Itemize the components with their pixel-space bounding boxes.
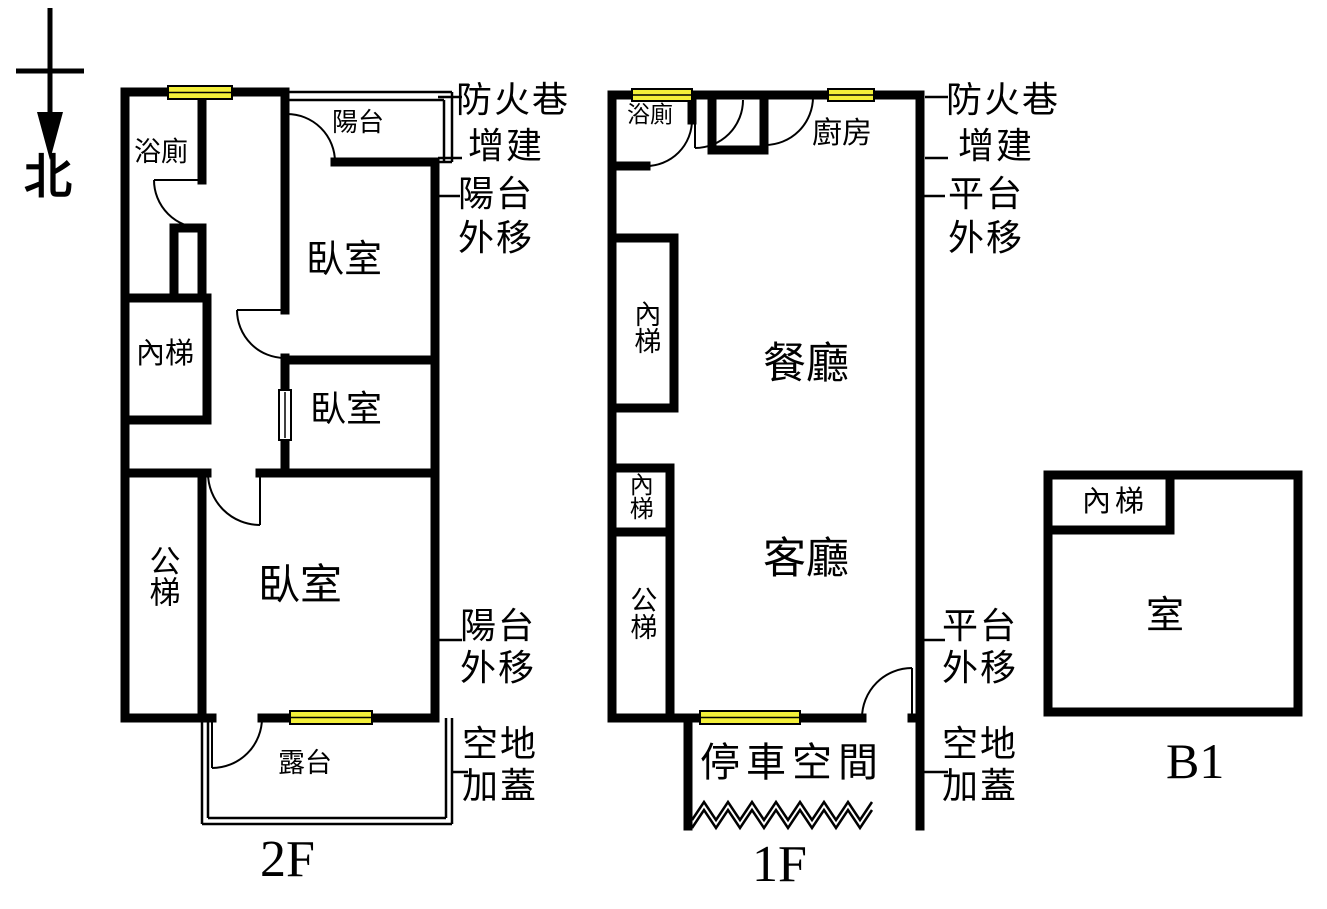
plan-b1-walls: [1043, 470, 1303, 717]
room-label-bedroom-mid-2f: 臥室: [310, 389, 383, 430]
door-arcs-2f: [153, 113, 336, 769]
annotation-balcony-out-top-2f-line1: 陽台: [458, 174, 535, 215]
annotation-vacant-cover-2f-line1: 空地: [462, 724, 539, 765]
room-label-public-stairs-1f: 公梯: [625, 586, 657, 640]
annotation-balcony-out-bottom-2f-line1: 陽台: [460, 606, 537, 647]
room-label-public-stairs-2f: 公梯: [143, 545, 180, 607]
room-label-bath-2f: 浴廁: [134, 137, 188, 168]
room-label-inner-stairs-lower-1f: 內梯: [625, 472, 654, 520]
room-label-inner-stairs-b1: 內梯: [1082, 484, 1149, 518]
room-label-living-1f: 客廳: [763, 534, 849, 584]
north-arrow: [16, 8, 84, 160]
room-label-bedroom-top-2f: 臥室: [306, 237, 383, 281]
window-1f-top-right: [827, 88, 875, 102]
window-1f-top-left: [631, 88, 693, 102]
annotation-fire-lane-2f-line2: 增建: [468, 126, 545, 167]
annotation-balcony-out-bottom-2f-line2: 外移: [460, 648, 537, 689]
annotation-platform-out-bottom-1f-line2: 外移: [942, 648, 1019, 689]
room-label-bath-1f: 浴廁: [627, 102, 673, 128]
floor-label-1f: 1F: [752, 836, 807, 893]
balcony-outline-2f: [285, 90, 454, 164]
floor-label-2f: 2F: [260, 831, 315, 888]
annotation-vacant-cover-1f-line2: 加蓋: [942, 766, 1019, 807]
room-label-terrace-2f: 露台: [278, 748, 332, 779]
room-label-bedroom-main-2f: 臥室: [258, 560, 343, 609]
room-label-balcony-2f: 陽台: [332, 108, 385, 138]
plan-1f-walls: [607, 88, 948, 831]
floor-label-b1: B1: [1166, 733, 1225, 789]
plan-2f-walls: [120, 85, 468, 826]
room-label-room-b1: 室: [1146, 593, 1185, 637]
window-1f-bottom: [699, 710, 801, 725]
annotation-fire-lane-2f-line1: 防火巷: [456, 80, 571, 121]
room-label-parking-1f: 停車空間: [700, 740, 884, 786]
annotation-platform-out-top-1f-line2: 外移: [948, 218, 1025, 259]
room-label-inner-stairs-2f: 內梯: [136, 336, 195, 370]
room-label-dining-1f: 餐廳: [763, 339, 849, 389]
window-2f-bottom: [289, 710, 373, 725]
wall-b1: [1043, 470, 1303, 717]
annotation-fire-lane-1f-line2: 增建: [958, 126, 1035, 167]
leader-ticks-1f: [920, 95, 948, 774]
window-2f-inner: [278, 389, 292, 441]
north-arrow-head: [37, 112, 63, 160]
window-2f-top: [167, 85, 233, 100]
parking-zigzag: [690, 799, 874, 831]
room-label-inner-stairs-upper-1f: 內梯: [629, 300, 661, 354]
annotation-vacant-cover-1f-line1: 空地: [942, 724, 1019, 765]
annotation-fire-lane-1f-line1: 防火巷: [946, 80, 1061, 121]
north-label: 北: [24, 149, 73, 205]
annotation-vacant-cover-2f-line2: 加蓋: [462, 766, 539, 807]
room-label-kitchen-1f: 廚房: [812, 116, 872, 151]
leader-ticks-2f: [435, 95, 468, 774]
annotation-platform-out-top-1f-line1: 平台: [948, 174, 1025, 215]
door-arcs-1f: [645, 96, 913, 719]
annotation-balcony-out-top-2f-line2: 外移: [458, 218, 535, 259]
annotation-platform-out-bottom-1f-line1: 平台: [942, 606, 1019, 647]
